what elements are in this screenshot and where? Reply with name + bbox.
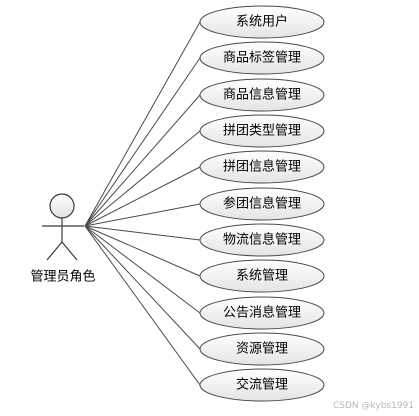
association-line bbox=[84, 130, 201, 227]
use-case-resource-management: 资源管理 bbox=[199, 332, 325, 366]
actor: 管理员角色 bbox=[30, 193, 96, 285]
use-case-ellipse bbox=[199, 150, 325, 184]
use-case-announcement-management: 公告消息管理 bbox=[199, 296, 325, 330]
use-case-join-group-info-management: 参团信息管理 bbox=[199, 187, 325, 221]
actor-right-leg bbox=[61, 241, 78, 261]
use-case-ellipse bbox=[199, 187, 325, 221]
use-case-product-tag-management: 商品标签管理 bbox=[199, 41, 325, 75]
association-line bbox=[84, 225, 201, 386]
use-case-system-users: 系统用户 bbox=[199, 5, 325, 39]
use-case-label: 物流信息管理 bbox=[223, 232, 301, 248]
association-line bbox=[84, 57, 201, 227]
use-case-communication-management: 交流管理 bbox=[199, 368, 325, 402]
use-case-ellipse bbox=[199, 114, 325, 148]
use-case-ellipse bbox=[199, 296, 325, 330]
use-case-label: 拼团类型管理 bbox=[223, 124, 301, 139]
use-case-logistics-info-management: 物流信息管理 bbox=[199, 223, 325, 257]
use-case-label: 公告消息管理 bbox=[223, 305, 301, 321]
use-case-label: 参团信息管理 bbox=[223, 196, 301, 212]
actor-head bbox=[49, 193, 75, 219]
use-case-label: 商品信息管理 bbox=[223, 87, 301, 103]
use-case-ellipse bbox=[199, 223, 325, 257]
association-line bbox=[84, 225, 201, 277]
use-case-system-management: 系统管理 bbox=[199, 259, 325, 293]
use-case-label: 资源管理 bbox=[236, 342, 288, 357]
use-cases: 系统用户 商品标签管理 商品信息管理 拼团类型管理 拼团信息管理 参团信息管理 … bbox=[199, 5, 325, 402]
association-line bbox=[84, 203, 201, 227]
use-case-label: 拼团信息管理 bbox=[223, 159, 301, 175]
use-case-label: 系统管理 bbox=[236, 269, 288, 284]
use-case-ellipse bbox=[199, 5, 325, 39]
watermark: CSDN @kybs1991 bbox=[333, 401, 414, 411]
use-case-group-type-management: 拼团类型管理 bbox=[199, 114, 325, 148]
use-case-ellipse bbox=[199, 41, 325, 75]
actor-label: 管理员角色 bbox=[30, 269, 95, 285]
use-case-ellipse bbox=[199, 332, 325, 366]
association-line bbox=[84, 94, 201, 227]
actor-left-leg bbox=[46, 241, 63, 261]
association-line bbox=[84, 225, 201, 314]
association-lines bbox=[84, 21, 201, 386]
use-case-ellipse bbox=[199, 368, 325, 402]
association-line bbox=[84, 225, 201, 241]
use-case-group-info-management: 拼团信息管理 bbox=[199, 150, 325, 184]
use-case-label: 交流管理 bbox=[236, 377, 288, 393]
use-case-ellipse bbox=[199, 259, 325, 293]
use-case-label: 系统用户 bbox=[236, 14, 288, 30]
association-line bbox=[84, 166, 201, 227]
use-case-product-info-management: 商品信息管理 bbox=[199, 78, 325, 112]
association-line bbox=[84, 21, 201, 227]
use-case-ellipse bbox=[199, 78, 325, 112]
use-case-label: 商品标签管理 bbox=[223, 50, 301, 66]
association-line bbox=[84, 225, 201, 350]
